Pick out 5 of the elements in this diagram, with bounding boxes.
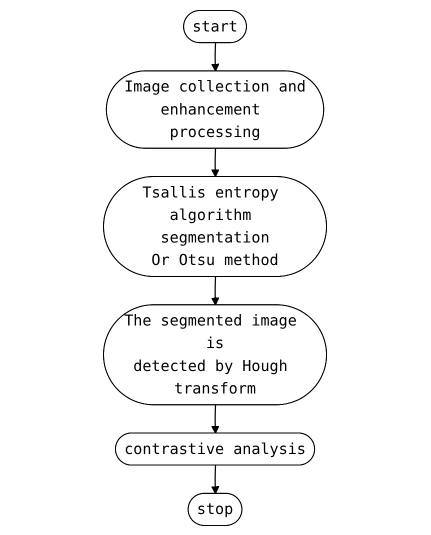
arrow bbox=[212, 465, 220, 494]
arrow bbox=[212, 42, 220, 72]
arrow bbox=[212, 148, 220, 177]
arrow bbox=[212, 404, 220, 434]
arrow bbox=[212, 276, 220, 306]
